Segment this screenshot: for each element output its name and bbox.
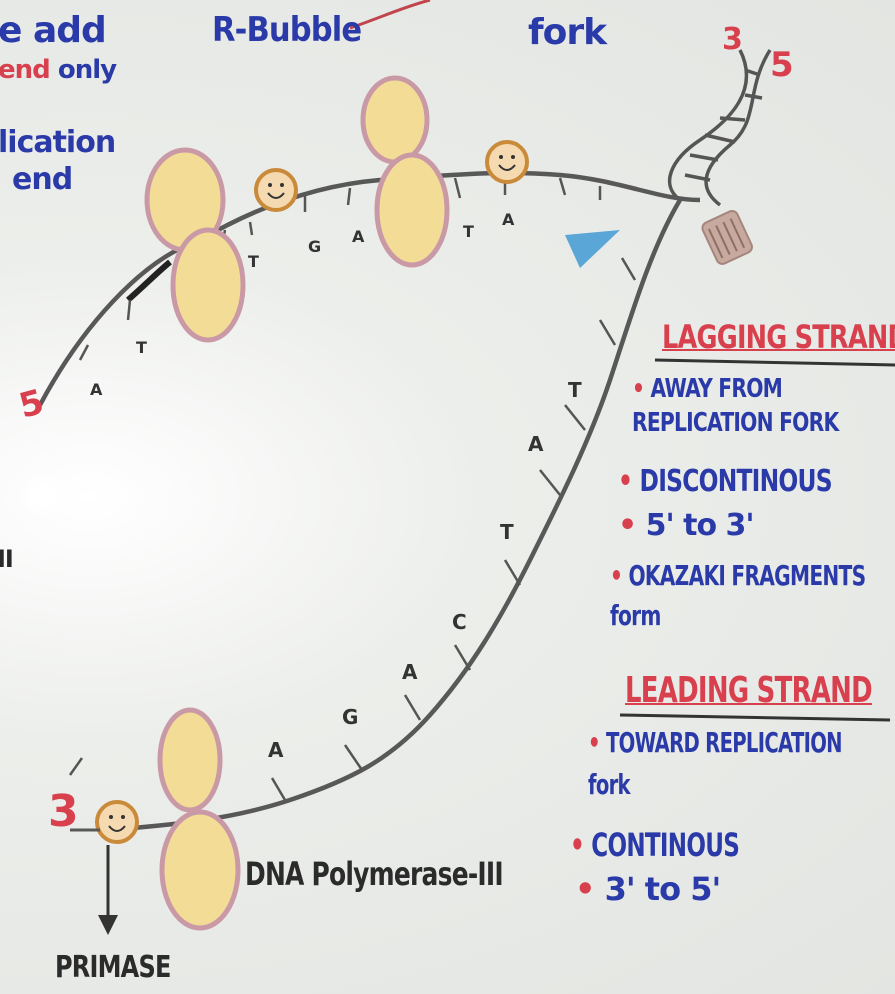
top-base-5: A: [502, 210, 515, 229]
leading-item-1-text: TOWARD REPLICATION fork: [588, 726, 843, 801]
helicase-wedge-icon: [565, 230, 620, 268]
lagging-item-3-text: 5' to 3': [645, 508, 755, 543]
lagging-item-1-text: AWAY FROM REPLICATION FORK: [632, 374, 839, 438]
lower-base-5: T: [500, 520, 514, 544]
three-prime-mark: [68, 757, 84, 776]
lagging-item-4-text: OKAZAKI FRAGMENTS form: [610, 559, 866, 632]
r-bubble-arrow: [349, 0, 431, 30]
primase-label: PRIMASE: [55, 950, 171, 985]
top-base-4: T: [463, 222, 474, 241]
light-glare: [18, 470, 68, 520]
lower-base-6: A: [528, 432, 544, 456]
bullet-dot: •: [618, 508, 646, 543]
lagging-item-3: • 5' to 3': [618, 508, 755, 543]
note-line-3: lication: [0, 125, 116, 160]
bullet-dot: •: [618, 464, 640, 499]
r-bubble-label: R-Bubble: [212, 10, 362, 50]
top-base-1: T: [248, 252, 259, 271]
roman-numeral-left: II: [0, 545, 14, 573]
leading-item-1: • TOWARD REPLICATION fork: [588, 722, 868, 806]
lower-base-1: A: [268, 738, 284, 762]
leading-item-2-text: CONTINOUS: [591, 826, 740, 864]
note-line-2: end only: [0, 55, 117, 85]
left-base-2: T: [136, 338, 147, 357]
note-end-red: end: [0, 55, 51, 85]
note-line-1: e add: [0, 10, 107, 51]
top-strand: [38, 170, 701, 407]
bullet-dot: •: [588, 726, 606, 759]
lower-base-2: G: [342, 705, 359, 729]
primase-arrow: [98, 845, 118, 935]
bullet-dot: •: [610, 559, 629, 592]
lower-strand: [109, 198, 682, 833]
leading-item-3-text: 3' to 5': [604, 870, 722, 908]
dna-polymerase-label: DNA Polymerase-III: [245, 855, 504, 893]
top-base-3: A: [352, 227, 365, 246]
top-strand-end-left: 3: [722, 22, 743, 57]
lower-base-4: C: [452, 610, 467, 634]
note-only-blue: only: [57, 55, 117, 85]
leading-item-2: • CONTINOUS: [570, 826, 740, 864]
primase-circle-bottom: [95, 800, 139, 844]
top-base-2: G: [308, 237, 322, 256]
dna-polymerase-enzyme-bottom: [157, 707, 241, 931]
lagging-item-1: • AWAY FROM REPLICATION FORK: [632, 372, 889, 440]
primase-circle-right: [485, 140, 529, 184]
lower-base-3: A: [402, 660, 418, 684]
rna-primer-segment: [126, 259, 172, 303]
lower-base-7: T: [568, 378, 582, 402]
note-line-4: end: [12, 162, 73, 197]
dna-polymerase-enzyme-left: [144, 147, 246, 343]
top-strand-end-right: 5: [770, 45, 794, 85]
bullet-dot: •: [575, 870, 605, 908]
lagging-strand-heading: LAGGING STRAND: [662, 318, 895, 356]
lagging-underline: [654, 358, 895, 367]
topoisomerase-block: [701, 210, 753, 265]
left-base-1: A: [90, 380, 103, 399]
lagging-item-2-text: DISCONTINOUS: [639, 464, 833, 499]
dna-polymerase-enzyme-middle: [360, 75, 450, 268]
primase-circle-left: [254, 168, 298, 212]
lower-strand-ticks: [270, 257, 637, 801]
leading-underline: [619, 713, 891, 722]
parental-helix: [668, 49, 772, 207]
fork-label: fork: [528, 12, 607, 53]
lagging-item-2: • DISCONTINOUS: [618, 464, 833, 499]
bullet-dot: •: [570, 826, 592, 864]
leading-strand-heading: LEADING STRAND: [625, 670, 873, 711]
leading-item-3: • 3' to 5': [575, 870, 722, 908]
lagging-item-4: • OKAZAKI FRAGMENTS form: [610, 556, 869, 636]
three-prime-end-label: 3: [48, 786, 79, 837]
bullet-dot: •: [632, 374, 651, 404]
